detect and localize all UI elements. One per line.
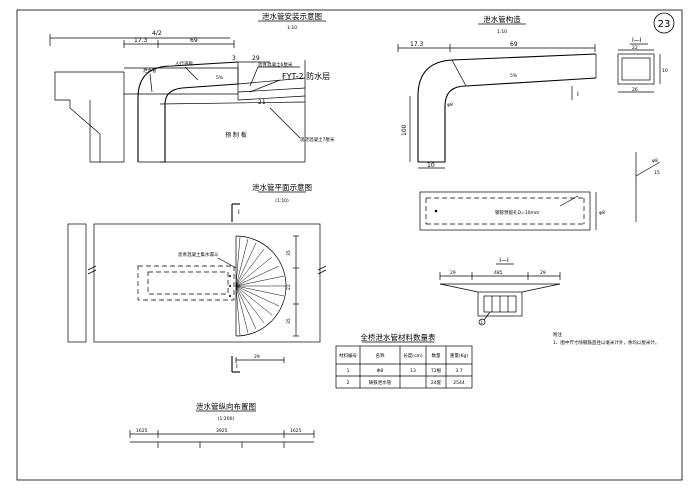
plan-dim-d1: 35 [286,250,292,256]
structure-hole-note: 钢管预留孔D=10mm [495,209,539,216]
structure-bar-mark: φ8 [447,102,453,108]
sheet-frame [16,9,683,481]
install-label-asphalt: 沥青混凝土6厘米 [258,61,293,68]
install-dim-d1: 17.3 [134,37,148,44]
plan-dim-d4: 29 [254,354,260,360]
notes: 附注 1、图中尺寸除钢筋直径以毫米计外，余均以厘米计。 [553,331,659,346]
table-cell-0-0: 1 [347,368,350,374]
notes-heading: 附注 [553,331,562,338]
section2-dim-b: 485 [494,270,503,276]
table-header-4: 重量(Kg) [450,352,469,359]
structure-section-label: I—I [632,37,642,44]
structure-side-dim: 15 [654,170,660,176]
section2-view: I—I 29 485 29 1 [439,257,561,326]
section2-title: I—I [499,257,509,264]
install-view: 泄水管安装示意图 1:10 4/2 17.3 69 5% [49,11,335,163]
sheet-number: 23 [653,12,675,34]
table-cell-0-3: 72根 [431,367,442,374]
structure-w2: 26 [632,87,638,93]
plan-scale: (1:10) [275,198,289,204]
plan-view: 泄水管平面示意图 (1:10) [67,182,327,373]
install-label-concrete: 现浇混凝土7厘米 [300,136,335,143]
plan-section-mark-bottom: I [236,363,238,370]
material-table: 全桥泄水管材料数量表 材料编号 名称 长度(cm) 数量 重量(Kg) 1 Φ8… [335,332,473,389]
structure-dim-d3: 100 [401,124,408,136]
install-label-girder: 预 制 板 [225,131,247,139]
install-dim-d5: 21 [258,99,266,106]
plan-dim-d2: 22 [286,284,292,290]
install-slope: 5% [216,75,224,81]
notes-line1: 1、图中尺寸除钢筋直径以毫米计外，余均以厘米计。 [553,339,659,346]
structure-title: 泄水管构造 [483,14,521,24]
structure-mark-I: I [577,91,579,98]
structure-dim-d2: 69 [510,41,518,48]
table-cell-1-0: 2 [347,380,350,386]
install-label-fyt: FYT-2 防水层 [282,71,330,81]
install-dim-total: 4/2 [152,30,162,37]
install-label-pipe: 泄水管 [143,67,157,74]
table-cell-0-2: 13 [410,368,416,374]
svg-text:1: 1 [480,320,483,325]
profile-view: 泄水管纵向布置图 (1:200) 1625 3925 1625 [129,401,315,448]
structure-scale: 1:10 [497,29,507,35]
profile-scale: (1:200) [218,416,235,422]
table-header-2: 长度(cm) [403,352,423,359]
svg-text:23: 23 [658,19,671,30]
section2-dim-a: 29 [450,270,456,276]
profile-title: 泄水管纵向布置图 [196,401,256,411]
table-cell-1-1: 铸铁泄水管 [369,379,392,386]
install-dim-d4: 29 [252,55,260,62]
install-dim-d2: 69 [190,37,198,44]
svg-text:φ8: φ8 [599,210,605,216]
profile-dim-right: 1625 [290,428,302,434]
structure-view: 泄水管构造 1:10 17.3 69 5% 100 10 φ8 I I—I 22 [397,14,668,231]
structure-dim-d4: 10 [427,162,435,169]
plan-label: 沥青混凝土集水漏斗 [178,251,219,258]
plan-dim-d3: 35 [286,318,292,324]
structure-h1: 10 [662,68,668,74]
profile-dim-mid: 3925 [216,428,228,434]
table-header-0: 材料编号 [339,352,357,359]
install-dim-d3: 3 [232,55,236,62]
install-title: 泄水管安装示意图 [262,11,322,21]
plan-section-mark-top: I [238,209,240,216]
profile-dim-left: 1625 [136,428,148,434]
table-header-3: 数量 [432,352,441,359]
install-scale: 1:10 [287,25,297,31]
structure-slope: 5% [510,73,518,79]
section2-dim-c: 29 [540,270,546,276]
table-header-1: 名称 [376,352,385,359]
table-cell-0-4: 3.7 [455,368,462,374]
table-cell-1-3: 24套 [431,379,442,386]
structure-dim-d1: 17.3 [410,41,424,48]
plan-title: 泄水管平面示意图 [252,182,312,192]
structure-w1: 22 [632,45,638,51]
install-label-sidewalk: 人行道板 [175,60,193,67]
table-cell-0-1: Φ8 [377,368,384,374]
structure-plate-dim: φ8 [652,158,658,164]
table-cell-1-4: 2544 [453,380,465,386]
table-title: 全桥泄水管材料数量表 [361,332,436,342]
